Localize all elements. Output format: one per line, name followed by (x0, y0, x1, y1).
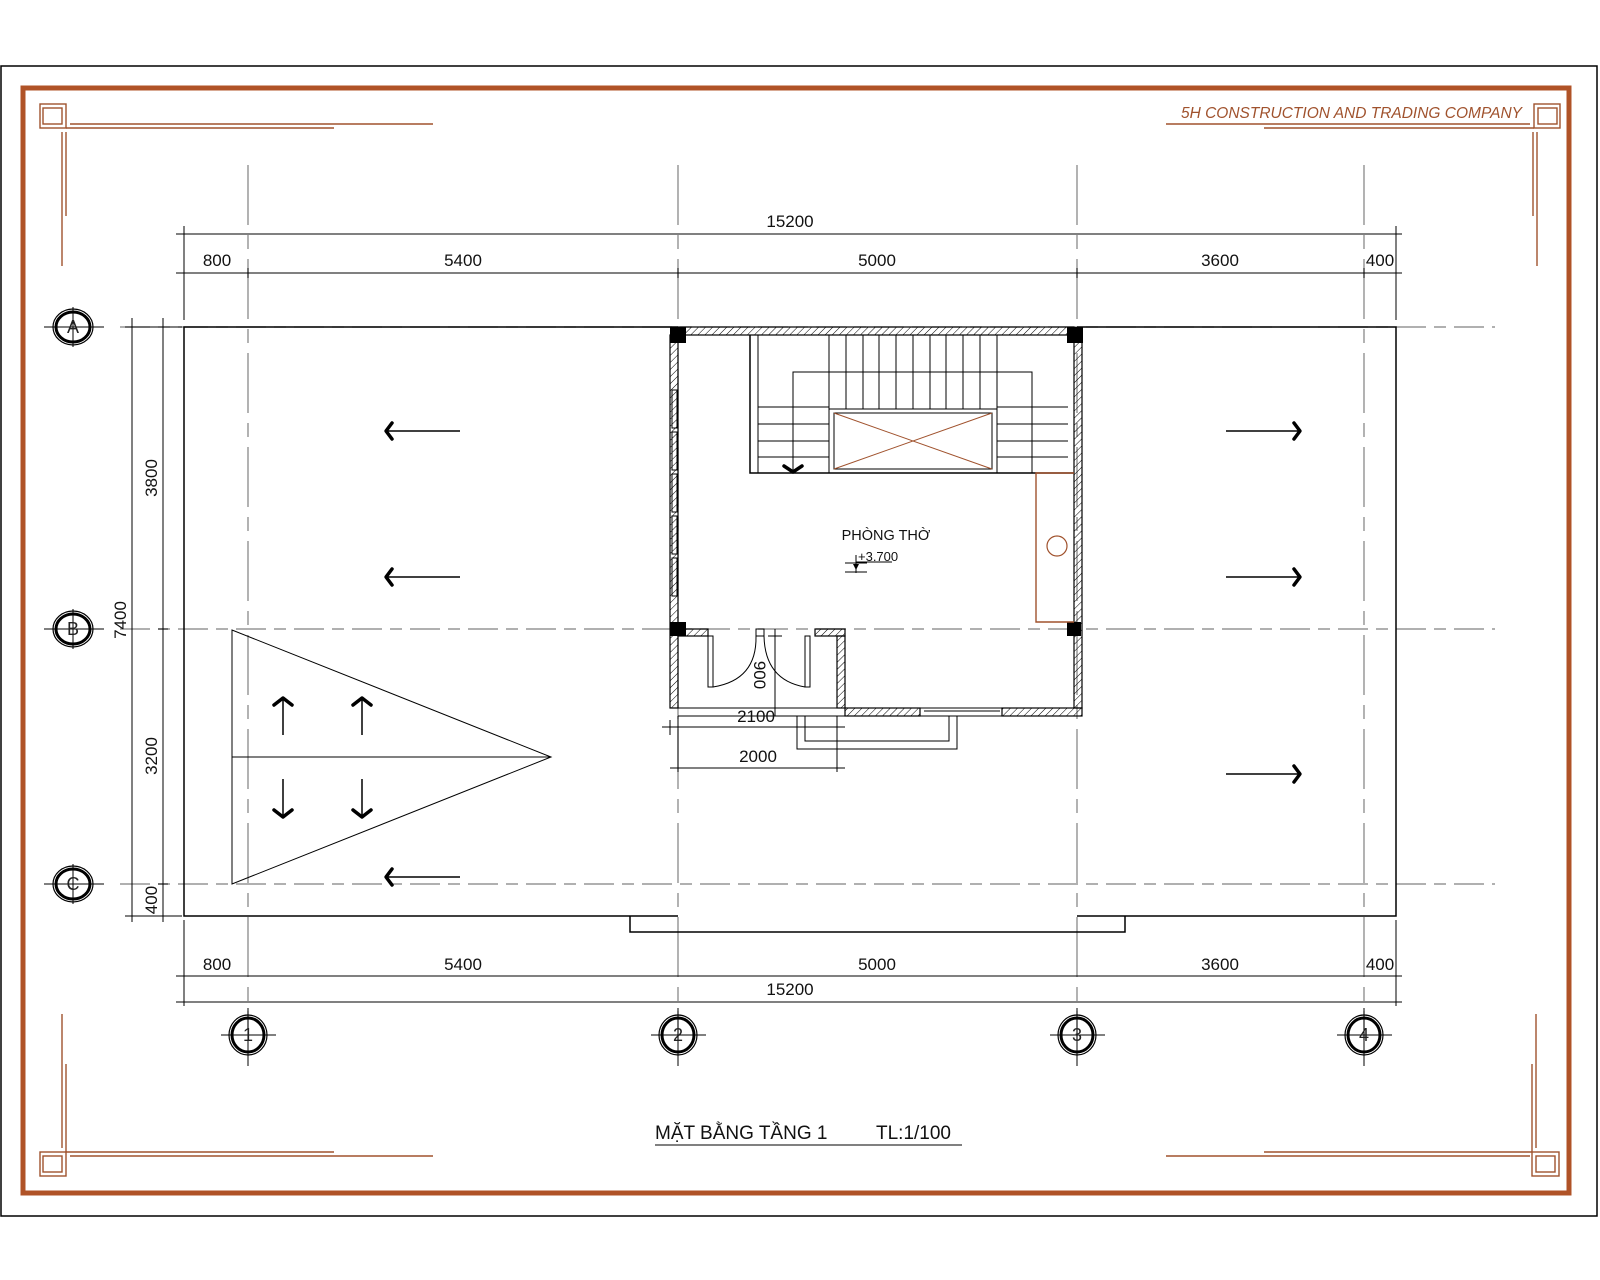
svg-text:2: 2 (673, 1025, 683, 1045)
svg-text:A: A (67, 317, 79, 337)
column-square-icon (1067, 622, 1081, 636)
dim-bottom-seg-1: 800 (203, 955, 231, 974)
axis-bubble-2: 2 (651, 1008, 706, 1066)
column-square-icon (670, 622, 686, 636)
axis-bubble-4: 4 (1337, 1008, 1392, 1066)
dim-top-total: 15200 (766, 212, 813, 231)
level-marker: +3.700 (845, 549, 898, 573)
chevron-down-icon (782, 464, 804, 474)
dim-opening-2000: 2000 (739, 747, 777, 766)
svg-text:4: 4 (1359, 1025, 1369, 1045)
grid-lines (120, 165, 1495, 1040)
dim-bottom-seg-3: 5000 (858, 955, 896, 974)
axis-bubble-c: C (44, 864, 104, 904)
dim-bottom-seg-5: 400 (1366, 955, 1394, 974)
dim-top-seg-1: 800 (203, 251, 231, 270)
dim-top-seg-5: 400 (1366, 251, 1394, 270)
top-dimensions: 15200 800 5400 5000 3600 400 (176, 212, 1402, 320)
dim-bottom-total: 15200 (766, 980, 813, 999)
dim-top-seg-3: 5000 (858, 251, 896, 270)
arrow-icon (384, 421, 460, 441)
svg-text:3: 3 (1072, 1025, 1082, 1045)
dim-left-seg-2: 3200 (142, 737, 161, 775)
arrow-icon (351, 779, 373, 819)
drawing-title: MẶT BẰNG TẦNG 1 TL:1/100 (655, 1122, 962, 1146)
dim-left-seg-1: 3800 (142, 459, 161, 497)
arrow-icon (1226, 567, 1302, 587)
svg-text:B: B (67, 619, 79, 639)
dim-top-seg-4: 3600 (1201, 251, 1239, 270)
dim-top-seg-2: 5400 (444, 251, 482, 270)
svg-text:C: C (67, 874, 80, 894)
dim-bottom-seg-2: 5400 (444, 955, 482, 974)
title-frame (20, 85, 1572, 1196)
axis-bubble-3: 3 (1050, 1008, 1105, 1066)
corner-ornament-top-right (1166, 103, 1561, 266)
corner-ornament-top-left (39, 103, 433, 266)
drawing-title-name: MẶT BẰNG TẦNG 1 (655, 1122, 827, 1144)
column-square-icon (670, 327, 686, 343)
drawing-scale: TL:1/100 (876, 1123, 951, 1144)
corner-ornament-bottom-right (1166, 1014, 1560, 1177)
corner-ornament-bottom-left (39, 1014, 433, 1177)
arrow-icon (1226, 764, 1302, 784)
room-level: +3.700 (858, 549, 898, 564)
altar-room-block: PHÒNG THỜ +3.700 900 2100 2000 (662, 326, 1083, 772)
arrow-icon (1226, 421, 1302, 441)
room-name: PHÒNG THỜ (842, 527, 931, 544)
dim-left-total: 7400 (111, 601, 130, 639)
left-dimensions: 3800 3200 400 7400 (111, 318, 182, 922)
roof-slope-arrows (384, 421, 1302, 887)
column-square-icon (1067, 327, 1083, 343)
axis-bubble-a: A (44, 307, 104, 347)
arrow-icon (272, 779, 294, 819)
dim-door-width: 900 (750, 661, 769, 689)
axis-bubble-b: B (44, 609, 104, 649)
cross-void-icon (833, 412, 993, 470)
roof-outline (183, 326, 1397, 933)
dim-opening-2100: 2100 (737, 707, 775, 726)
arrow-icon (384, 567, 460, 587)
bottom-dimensions: 800 5400 5000 3600 400 15200 (176, 920, 1402, 1006)
dim-left-seg-3: 400 (142, 886, 161, 914)
page-border (0, 65, 1598, 1217)
arrow-icon (384, 867, 460, 887)
company-name: 5H CONSTRUCTION AND TRADING COMPANY (1181, 105, 1524, 122)
axis-bubble-1: 1 (221, 1008, 276, 1066)
triangular-roof (231, 629, 553, 885)
svg-text:1: 1 (243, 1025, 253, 1045)
arrow-icon (351, 696, 373, 735)
staircase (749, 335, 1074, 474)
dim-bottom-seg-4: 3600 (1201, 955, 1239, 974)
altar-circle (1046, 535, 1068, 557)
arrow-icon (272, 696, 294, 735)
